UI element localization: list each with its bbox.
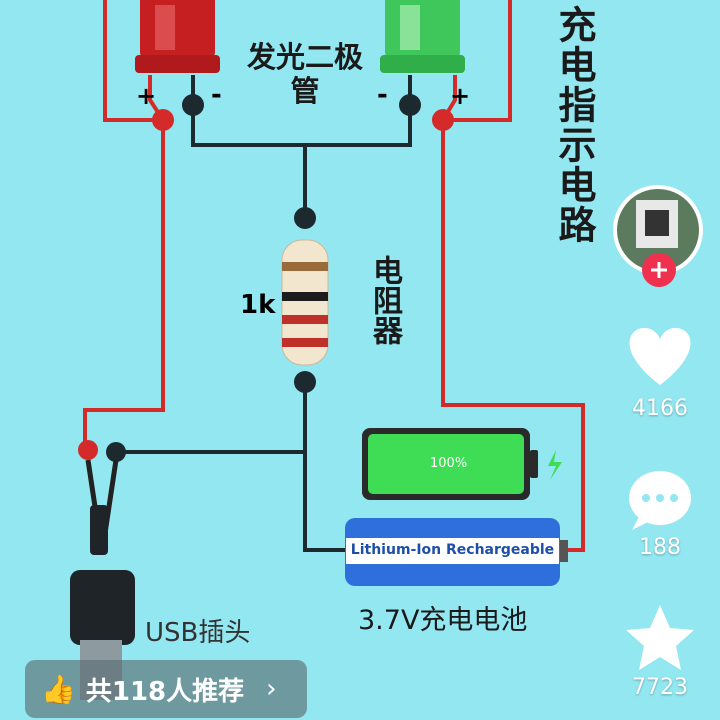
lithium-battery: [345, 518, 568, 586]
video-title: 充电指示电路: [552, 5, 596, 245]
favorite-count[interactable]: 7723: [632, 675, 688, 700]
usb-plug: [70, 459, 135, 700]
green-led: [380, 0, 465, 73]
recommend-label: 共118人推荐: [85, 676, 245, 707]
chevron-right-icon: ›: [266, 674, 277, 704]
resistor: [281, 239, 329, 366]
usb-label: USB插头: [145, 618, 251, 648]
battery-sticker: Lithium-Ion Rechargeable: [350, 542, 555, 558]
resistor-value: 1k: [240, 290, 276, 320]
thumbs-up-icon: 👍: [41, 672, 76, 706]
heart-icon: [629, 327, 691, 385]
avatar[interactable]: [613, 185, 703, 275]
follow-button[interactable]: [642, 253, 676, 287]
star-icon: [626, 605, 694, 670]
led-minus-red: -: [211, 80, 222, 110]
red-led: [135, 0, 220, 73]
lightning-icon: [548, 450, 562, 480]
battery-charge: 100%: [430, 456, 468, 471]
recommend-bar[interactable]: 👍 共118人推荐 ›: [25, 660, 307, 718]
battery-charge-indicator: [362, 428, 562, 500]
red-wires: [83, 0, 585, 552]
led-label: 发光二极管: [246, 40, 363, 108]
led-minus-green: -: [377, 80, 388, 110]
comment-count[interactable]: 188: [639, 535, 681, 560]
like-count[interactable]: 4166: [632, 396, 688, 421]
comment-icon: [629, 471, 691, 530]
junction-dots: [78, 94, 454, 462]
led-plus-green: +: [450, 82, 471, 110]
resistor-label: 电阻器: [367, 255, 402, 345]
battery-label: 3.7V充电电池: [358, 605, 528, 636]
led-plus-red: +: [136, 82, 157, 110]
